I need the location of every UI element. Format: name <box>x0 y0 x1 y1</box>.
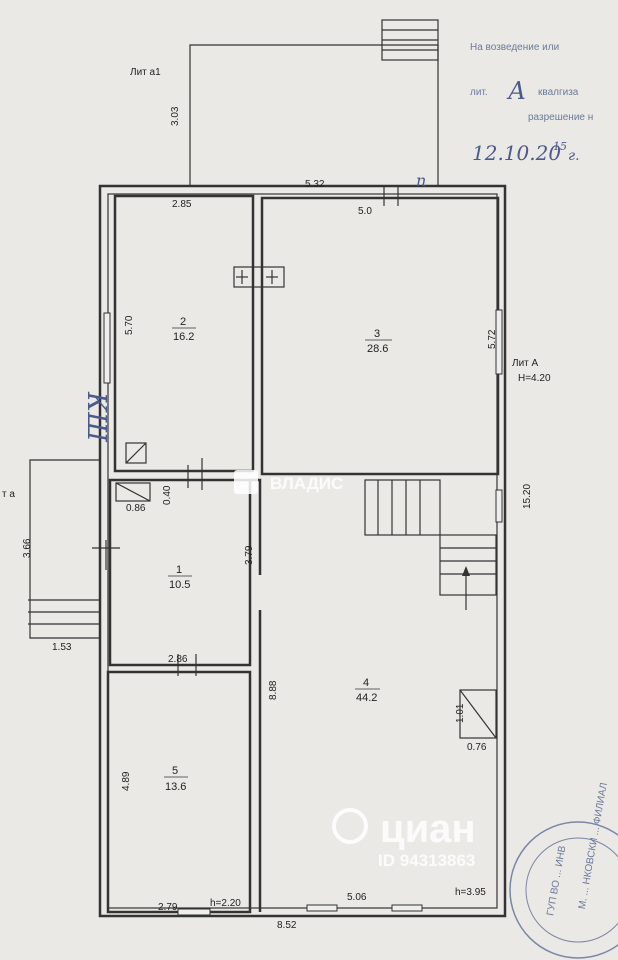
svg-text:1: 1 <box>176 564 182 576</box>
room-2-label: 2 16.2 <box>172 316 196 343</box>
handwritten-date-sup: 15 <box>553 140 567 153</box>
svg-text:44.2: 44.2 <box>356 692 377 704</box>
label-lit-a-small: т а <box>2 489 15 500</box>
dim-1-01: 1.01 <box>455 703 466 723</box>
room-4-label: 4 44.2 <box>355 677 380 704</box>
dim-8-52: 8.52 <box>277 920 297 931</box>
dim-3-66: 3.66 <box>22 538 33 558</box>
handwritten-date-suffix: г. <box>568 148 580 164</box>
room-1-walls <box>108 478 252 667</box>
dim-5-0: 5.0 <box>358 206 372 217</box>
boiler-box <box>115 482 151 502</box>
svg-text:5: 5 <box>172 765 178 777</box>
label-h-220: h=2.20 <box>210 898 241 909</box>
svg-text:4: 4 <box>363 677 369 689</box>
outer-walls-inner <box>107 193 498 909</box>
svg-text:28.6: 28.6 <box>367 343 388 355</box>
stamp-line-1: На возведение или <box>470 42 559 53</box>
svg-text:ID 94313863: ID 94313863 <box>378 851 475 870</box>
dim-1-53: 1.53 <box>52 642 72 653</box>
svg-text:ВЛАДИС: ВЛАДИС <box>270 474 343 493</box>
dim-2-86: 2.86 <box>168 654 188 665</box>
annex-a1-steps <box>381 19 439 61</box>
dim-8-88: 8.88 <box>268 680 279 700</box>
dim-0-86: 0.86 <box>126 503 146 514</box>
dim-2-79: 2.79 <box>158 902 178 913</box>
room-3-label: 3 28.6 <box>365 328 392 355</box>
annex-a-steps <box>28 599 100 625</box>
stamp-line-2: лит. <box>470 87 488 98</box>
dim-0-40: 0.40 <box>162 485 173 505</box>
handwritten-letters: КШ <box>81 391 111 443</box>
dim-5-06: 5.06 <box>347 892 367 903</box>
staircase <box>364 479 497 610</box>
dim-0-76: 0.76 <box>467 742 487 753</box>
dim-4-89: 4.89 <box>121 771 132 791</box>
cross-symbols <box>233 266 285 288</box>
svg-text:16.2: 16.2 <box>173 331 194 343</box>
outer-walls <box>98 184 507 918</box>
dim-15-20: 15.20 <box>522 484 533 509</box>
annex-a-outline <box>29 459 100 639</box>
room-2-walls <box>113 194 255 473</box>
cian-watermark: циан ID 94313863 <box>332 807 476 870</box>
room-5-label: 5 13.6 <box>164 765 188 793</box>
dim-5-32: 5.32 <box>305 179 325 190</box>
svg-text:2: 2 <box>180 316 186 328</box>
svg-text:3: 3 <box>374 328 380 340</box>
annex-a1-outline <box>189 44 439 185</box>
stamp-line-3: квалгиза <box>538 87 579 98</box>
vladis-watermark: ВЛАДИС <box>234 470 343 494</box>
dim-3-79: 3.79 <box>244 545 255 565</box>
dim-2-85: 2.85 <box>172 199 192 210</box>
label-lit-a: Лит А <box>512 358 539 369</box>
handwritten-date: 12.10.20 <box>472 141 561 165</box>
svg-text:10.5: 10.5 <box>169 579 190 591</box>
stamp-line-4: разрешение н <box>528 112 593 123</box>
door-marks <box>92 186 399 676</box>
label-height-main: H=4.20 <box>518 373 551 384</box>
svg-text:13.6: 13.6 <box>165 781 186 793</box>
dim-3-03: 3.03 <box>170 106 181 126</box>
svg-text:циан: циан <box>380 807 476 851</box>
handwritten-mark: п <box>416 171 426 190</box>
stove-box <box>459 689 497 739</box>
vent-box <box>125 442 147 464</box>
label-lit-a1: Лит а1 <box>130 67 161 78</box>
label-h-395: h=3.95 <box>455 887 486 898</box>
room-1-label: 1 10.5 <box>168 564 192 591</box>
windows <box>103 309 503 916</box>
handwritten-a: А <box>506 77 526 105</box>
dim-5-72: 5.72 <box>487 329 498 349</box>
dim-5-70: 5.70 <box>124 315 135 335</box>
